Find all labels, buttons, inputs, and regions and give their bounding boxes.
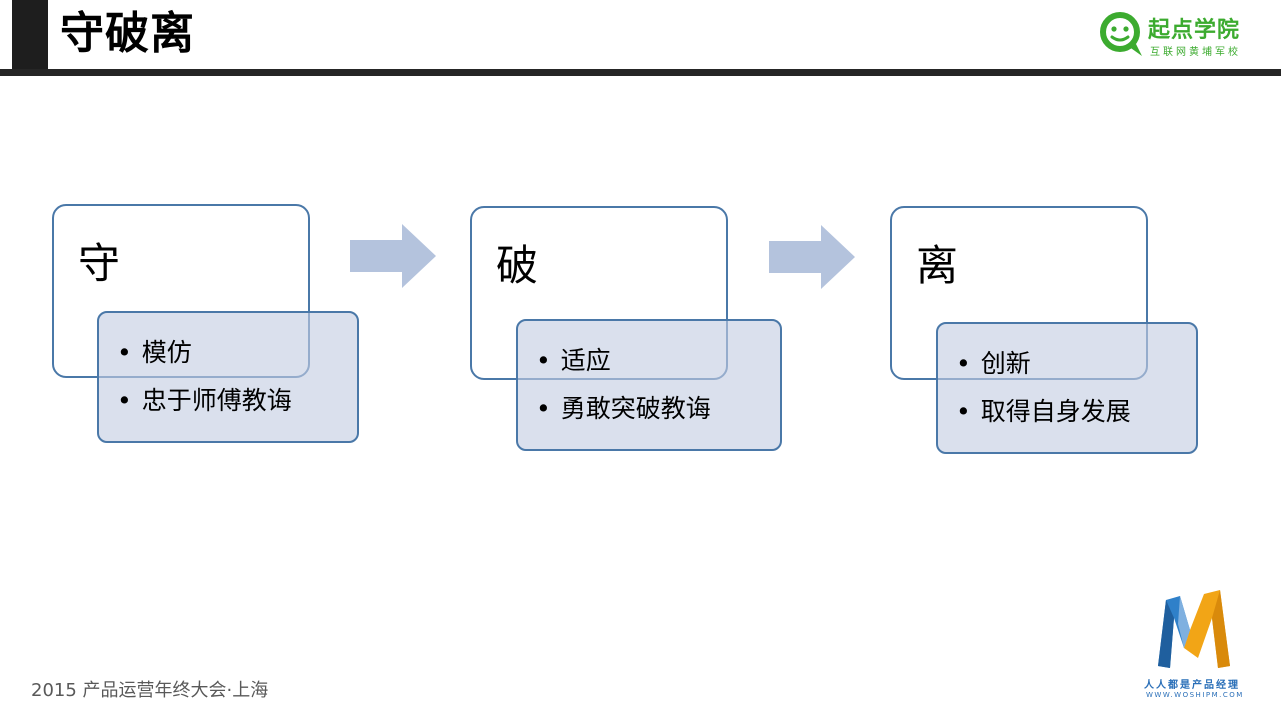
stage-detail-box: 创新 取得自身发展 bbox=[936, 322, 1198, 454]
stage-label: 离 bbox=[916, 241, 959, 290]
right-arrow-icon bbox=[769, 225, 855, 289]
detail-item: 适应 bbox=[536, 337, 711, 385]
brand-name: 起点学院 bbox=[1148, 18, 1241, 43]
title-rule bbox=[0, 69, 1281, 76]
stage-label: 守 bbox=[78, 239, 121, 288]
woshipm-logo: 人人都是产品经理 WWW.WOSHIPM.COM bbox=[1140, 588, 1248, 706]
m-logo-icon bbox=[1158, 590, 1230, 668]
brand-tagline: 互联网黄埔军校 bbox=[1150, 47, 1241, 58]
stage-detail-list: 适应 勇敢突破教诲 bbox=[536, 337, 711, 433]
woshipm-logo-en: WWW.WOSHIPM.COM bbox=[1146, 691, 1244, 699]
stage-detail-list: 创新 取得自身发展 bbox=[956, 340, 1131, 436]
detail-item: 勇敢突破教诲 bbox=[536, 385, 711, 433]
brand-q-icon bbox=[1100, 12, 1142, 56]
title-marker bbox=[12, 0, 48, 70]
stage-label: 破 bbox=[496, 241, 539, 290]
stage-detail-list: 模仿 忠于师傅教诲 bbox=[117, 329, 292, 425]
woshipm-logo-cn: 人人都是产品经理 bbox=[1144, 680, 1240, 691]
stage-detail-box: 适应 勇敢突破教诲 bbox=[516, 319, 782, 451]
page-title: 守破离 bbox=[60, 8, 195, 59]
detail-item: 取得自身发展 bbox=[956, 388, 1131, 436]
detail-item: 模仿 bbox=[117, 329, 292, 377]
detail-item: 忠于师傅教诲 bbox=[117, 377, 292, 425]
right-arrow-icon bbox=[350, 224, 436, 288]
stage-detail-box: 模仿 忠于师傅教诲 bbox=[97, 311, 359, 443]
footer-event: 2015 产品运营年终大会·上海 bbox=[31, 680, 269, 701]
brand-logo: 起点学院 互联网黄埔军校 bbox=[1098, 10, 1258, 62]
detail-item: 创新 bbox=[956, 340, 1131, 388]
